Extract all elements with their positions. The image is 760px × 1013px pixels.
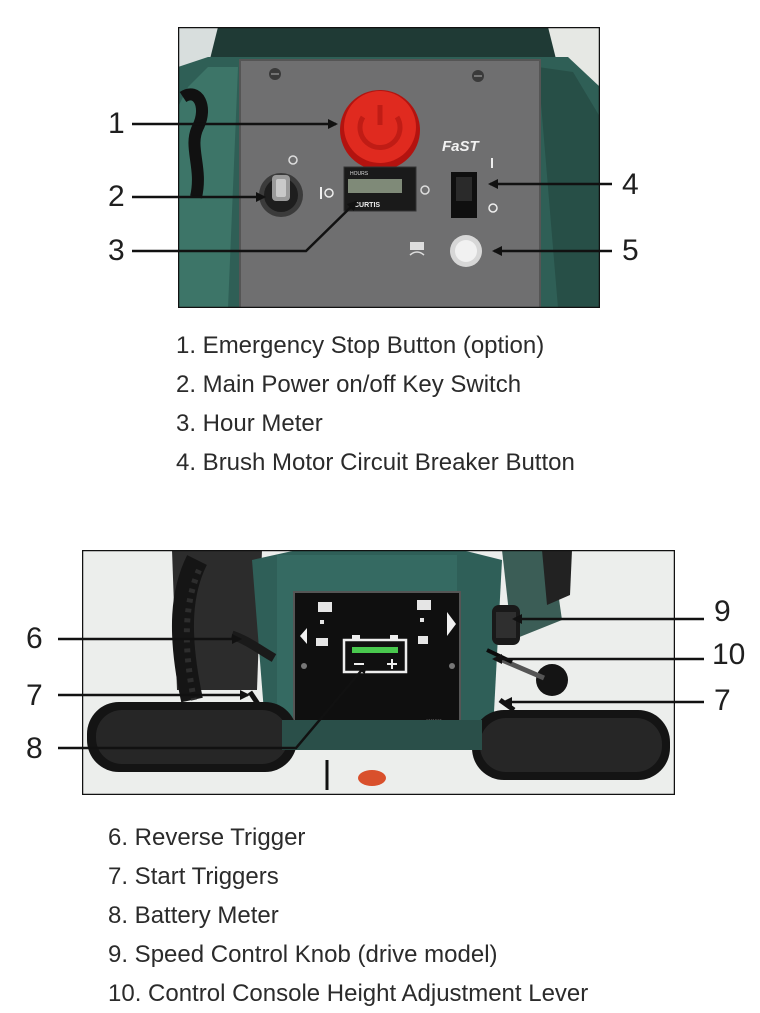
callout-number-4: 4 (622, 168, 639, 201)
rocker-switch (451, 158, 498, 218)
callout-number-5: 5 (622, 234, 639, 267)
callout-number-8: 8 (26, 732, 43, 765)
callout-number-7-right: 7 (714, 684, 731, 717)
legend-item: 9. Speed Control Knob (drive model) (108, 941, 498, 968)
callout-number-1: 1 (108, 107, 125, 140)
legend-figure-2: 6. Reverse Trigger 7. Start Triggers 8. … (108, 818, 588, 1013)
battery-meter (342, 635, 408, 674)
screw-icon (269, 68, 281, 80)
callout-number-3: 3 (108, 234, 125, 267)
legend-item: 3. Hour Meter (176, 410, 323, 437)
legend-item: 6. Reverse Trigger (108, 824, 306, 851)
circuit-breaker-button (409, 235, 482, 267)
legend-item: 10. Control Console Height Adjustment Le… (108, 980, 589, 1007)
legend-item: 1. Emergency Stop Button (option) (176, 332, 545, 359)
legend-item: 8. Battery Meter (108, 902, 279, 929)
hour-meter-brand: CURTIS (354, 202, 380, 209)
legend-item: 2. Main Power on/off Key Switch (176, 371, 522, 398)
left-handle-grip (87, 702, 297, 772)
speed-control-knob (492, 605, 520, 645)
legend-figure-1: 1. Emergency Stop Button (option) 2. Mai… (176, 326, 575, 482)
console-panel: 1001562 (293, 591, 461, 729)
legend-item: 7. Start Triggers (108, 863, 279, 890)
callout-number-7-left: 7 (26, 679, 43, 712)
callout-number-9: 9 (714, 595, 731, 628)
fast-logo: FaST (442, 138, 481, 155)
screw-icon (472, 70, 484, 82)
hour-meter-top-label: HOURS (350, 171, 369, 177)
handle-console-photo: 1001562 (82, 550, 675, 795)
hour-meter: HOURS CURTIS (343, 166, 430, 212)
control-panel-photo: HOURS CURTIS FaST (178, 27, 600, 308)
callout-number-6: 6 (26, 622, 43, 655)
callout-number-2: 2 (108, 180, 125, 213)
callout-number-10: 10 (712, 638, 746, 671)
right-arrow-icon (447, 612, 456, 636)
legend-item: 4. Brush Motor Circuit Breaker Button (176, 449, 575, 476)
left-arrow-icon (300, 628, 307, 644)
emergency-stop-button (340, 90, 420, 170)
right-handle-grip (472, 710, 670, 780)
